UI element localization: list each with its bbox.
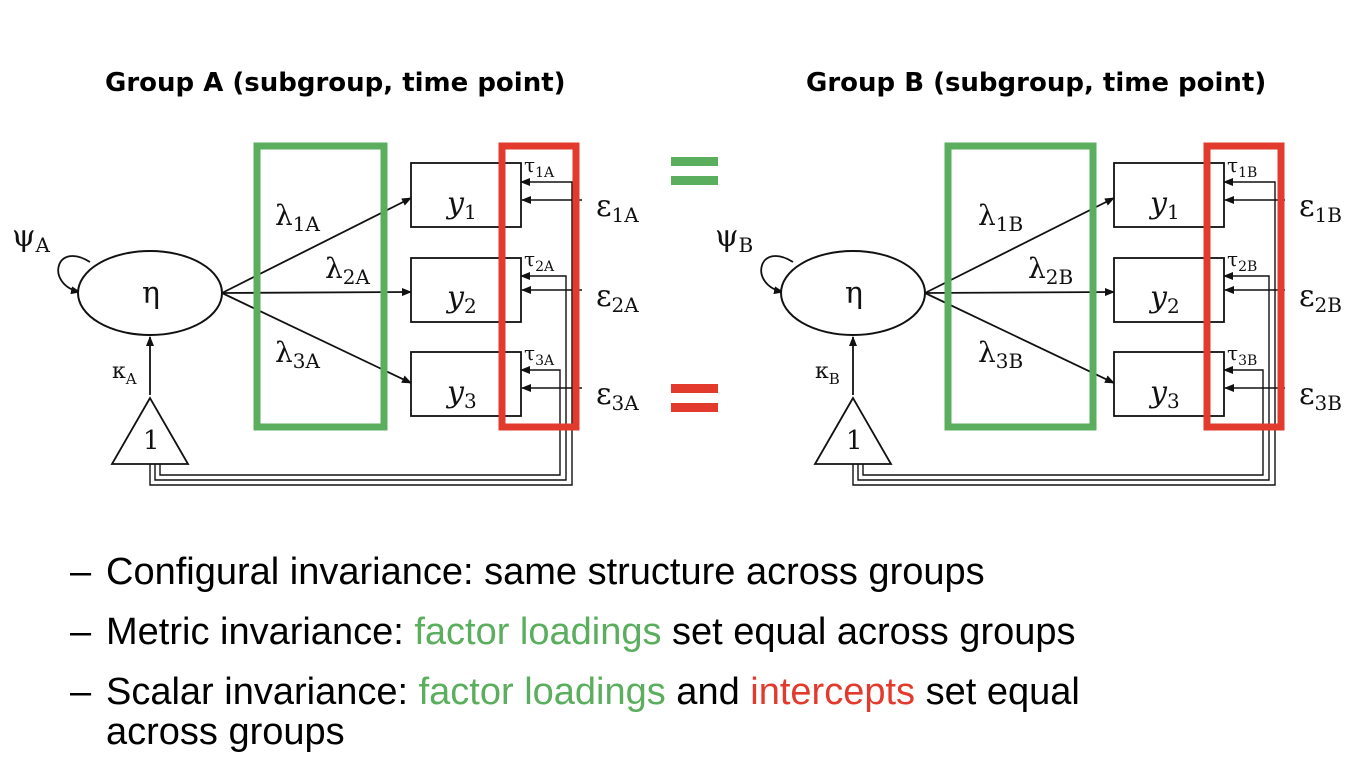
bullet-scalar-pre: Scalar invariance: (106, 671, 419, 713)
group-b-title: Group B (subgroup, time point) (806, 68, 1266, 98)
bullet-dash: – (70, 611, 92, 653)
psi-a-label: ψA (12, 219, 51, 257)
bullet-scalar-line2: across groups (106, 711, 345, 753)
group-a-title: Group A (subgroup, time point) (105, 68, 566, 98)
bullet-metric-pre: Metric invariance: (106, 611, 415, 653)
tau-a-1: τ1A (524, 153, 555, 181)
bullet-dash: – (70, 551, 92, 593)
bullet-configural-text: Configural invariance: same structure ac… (106, 551, 985, 593)
y1-a-label: y1 (445, 186, 477, 224)
loading-b-1 (924, 197, 1115, 294)
bullet-scalar-intercepts: intercepts (750, 671, 916, 713)
tau-a-2-path (154, 272, 567, 481)
loadings-equal-sign (671, 157, 718, 185)
lambda-b-1: λ1B (978, 199, 1023, 236)
kappa-a-label: κA (112, 359, 137, 388)
lambda-b-3: λ3B (978, 336, 1023, 373)
lambda-a-3: λ3A (275, 336, 320, 373)
intercepts-highlight-a (498, 142, 580, 431)
psi-b-label: ψB (715, 219, 753, 257)
tau-b-2-path (857, 272, 1270, 481)
intercepts-equal-sign (671, 384, 718, 412)
lambda-a-2: λ2A (325, 252, 370, 289)
tau-b-1-path (852, 178, 1276, 486)
tau-a-3: τ3A (524, 341, 555, 369)
bullet-metric: –Metric invariance: factor loadings set … (70, 612, 1076, 652)
bullet-scalar-mid: and (665, 671, 751, 713)
bullet-metric-loadings: factor loadings (414, 611, 662, 653)
eps-a-3: ε3A (596, 377, 639, 415)
constant-a-label: 1 (143, 426, 160, 456)
loadings-highlight-b (944, 142, 1097, 431)
bullet-dash: – (70, 671, 92, 713)
loading-b-2 (924, 288, 1115, 297)
intercepts-highlight-b (1203, 142, 1285, 431)
loadings-highlight-a (253, 142, 388, 431)
group-a-model: Group A (subgroup, time point) ψA η κA 1… (12, 68, 639, 486)
tau-a-2: τ2A (524, 247, 555, 275)
y3-b-label: y3 (1148, 375, 1180, 413)
bullet-scalar-loadings: factor loadings (418, 671, 666, 713)
eps-b-1: ε1B (1299, 189, 1342, 227)
tau-b-3: τ3B (1227, 341, 1257, 369)
bullet-scalar-post: set equal (915, 671, 1080, 713)
y2-a-label: y2 (445, 280, 477, 318)
y1-b-label: y1 (1148, 186, 1180, 224)
psi-a-loop (57, 255, 91, 295)
y3-a-label: y3 (445, 375, 477, 413)
tau-b-1: τ1B (1227, 153, 1257, 181)
bullet-configural: –Configural invariance: same structure a… (70, 552, 985, 592)
eta-b-label: η (845, 276, 863, 311)
tau-a-3-path (159, 366, 561, 476)
tau-a-1-path (149, 178, 573, 486)
lambda-b-2: λ2B (1028, 252, 1073, 289)
tau-b-2: τ2B (1227, 247, 1257, 275)
psi-b-loop (760, 255, 794, 295)
y2-b-label: y2 (1148, 280, 1180, 318)
eps-b-2: ε2B (1299, 279, 1342, 317)
bullet-scalar: –Scalar invariance: factor loadings and … (70, 672, 1080, 752)
constant-b-label: 1 (846, 426, 863, 456)
tau-b-3-path (862, 366, 1264, 476)
kappa-b-label: κB (815, 359, 840, 388)
eps-b-3: ε3B (1299, 377, 1342, 415)
bullet-metric-post: set equal across groups (661, 611, 1076, 653)
eps-a-2: ε2A (596, 279, 639, 317)
lambda-a-1: λ1A (275, 199, 320, 236)
group-b-model: Group B (subgroup, time point) ψB η κB 1… (715, 68, 1342, 486)
eta-a-label: η (142, 276, 160, 311)
loading-b-3 (924, 292, 1115, 384)
eps-a-1: ε1A (596, 189, 639, 227)
